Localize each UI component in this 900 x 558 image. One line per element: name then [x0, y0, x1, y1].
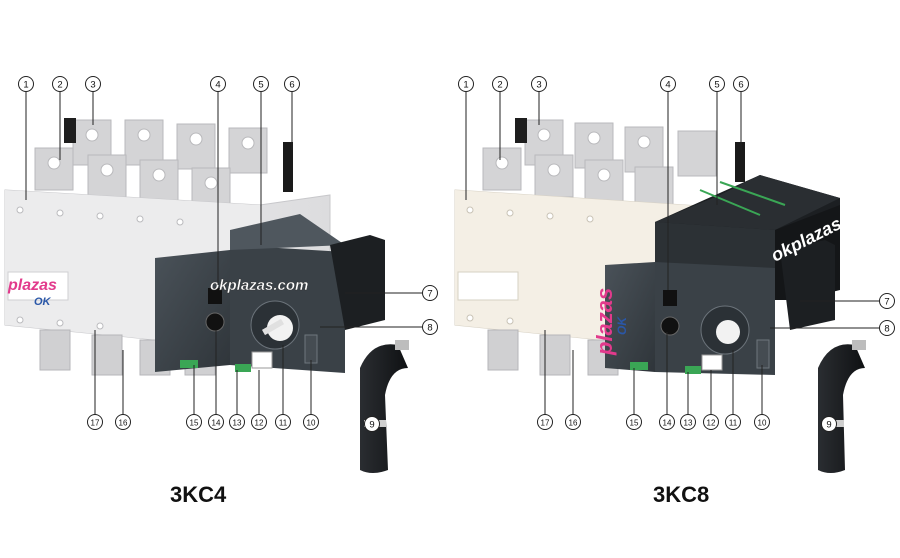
callout-number: 3: [90, 80, 95, 91]
callout-marker: [531, 76, 547, 92]
callout-marker: [251, 414, 267, 430]
callout-number: 11: [279, 419, 288, 428]
callout-marker: [733, 76, 749, 92]
indicator-window-3kc4: [208, 288, 222, 304]
callout-marker: [725, 414, 741, 430]
logo-sub-3kc4: OK: [34, 296, 52, 308]
callout-marker: [364, 416, 380, 432]
callout-number: 7: [884, 297, 889, 308]
callout-number: 11: [729, 419, 738, 428]
nameplate-3kc8: [457, 271, 519, 301]
control-module-3kc4: [155, 250, 230, 372]
callout-number: 15: [630, 419, 639, 428]
operating-handle-3kc4: [360, 340, 409, 473]
callout-marker: [210, 76, 226, 92]
callout-number: 9: [826, 420, 831, 431]
callout-number: 16: [569, 419, 578, 428]
callout-marker: [565, 414, 581, 430]
callout-number: 2: [57, 80, 62, 91]
terminals-top-3kc8: [482, 119, 717, 210]
callout-number: 6: [289, 80, 294, 91]
callout-number: 9: [369, 420, 374, 431]
callout-marker: [492, 76, 508, 92]
lock-3kc4: [205, 312, 225, 332]
connector-green-3kc4: [180, 360, 198, 368]
callout-marker: [186, 414, 202, 430]
side-drive-3kc4: [330, 235, 385, 330]
callout-number: 4: [215, 80, 220, 91]
callout-marker: [284, 76, 300, 92]
callout-marker: [115, 414, 131, 430]
callout-marker: [537, 414, 553, 430]
callout-marker: [754, 414, 770, 430]
callout-number: 7: [427, 289, 432, 300]
callout-number: 6: [738, 80, 743, 91]
callout-marker: [275, 414, 291, 430]
callout-marker: [208, 414, 224, 430]
operating-handle-3kc8: [818, 340, 866, 473]
callout-marker: [422, 285, 438, 301]
callout-number: 8: [884, 324, 889, 335]
watermark-3kc4: okplazas.com: [210, 277, 308, 294]
callout-number: 16: [119, 419, 128, 428]
switch-3kc4: plazas OK okplazas.com: [4, 118, 409, 473]
callout-marker: [709, 76, 725, 92]
callout-number: 10: [758, 419, 767, 428]
callout-number: 14: [212, 419, 221, 428]
callout-number: 5: [714, 80, 719, 91]
callout-marker: [821, 416, 837, 432]
callout-number: 1: [23, 80, 28, 91]
callout-marker: [660, 76, 676, 92]
model-caption-3kc8: 3KC8: [653, 482, 709, 507]
callout-number: 17: [541, 419, 550, 428]
callout-number: 2: [497, 80, 502, 91]
callout-number: 5: [258, 80, 263, 91]
callout-marker: [229, 414, 245, 430]
callout-number: 10: [307, 419, 316, 428]
callout-marker: [879, 293, 895, 309]
nameplate-3kc4: [7, 271, 69, 301]
logo-text-3kc4: plazas: [7, 277, 57, 294]
selector-knob-3kc4: [267, 315, 293, 341]
logo-text-3kc8: plazas: [592, 288, 617, 356]
callout-marker: [626, 414, 642, 430]
callout-number: 3: [536, 80, 541, 91]
callout-marker: [680, 414, 696, 430]
callout-marker: [85, 76, 101, 92]
callout-marker: [18, 76, 34, 92]
logo-3kc8: plazas OK: [592, 288, 629, 356]
callout-marker: [659, 414, 675, 430]
callout-marker: [52, 76, 68, 92]
callout-number: 4: [665, 80, 670, 91]
callout-marker: [422, 319, 438, 335]
terminal-cover-3kc4: [64, 118, 76, 143]
callout-number: 13: [233, 419, 242, 428]
logo-sub-3kc8: OK: [615, 316, 629, 335]
callout-number: 1: [463, 80, 468, 91]
callout-number: 17: [91, 419, 100, 428]
callout-number: 15: [190, 419, 199, 428]
model-caption-3kc4: 3KC4: [170, 482, 227, 507]
callout-marker: [879, 320, 895, 336]
callout-marker: [303, 414, 319, 430]
callout-marker: [458, 76, 474, 92]
logo-3kc4: plazas OK: [7, 277, 57, 308]
callout-number: 12: [255, 419, 264, 428]
callout-marker: [703, 414, 719, 430]
callout-number: 8: [427, 323, 432, 334]
callout-number: 13: [684, 419, 693, 428]
callout-marker: [87, 414, 103, 430]
terminal-post-3kc4: [283, 142, 293, 192]
callout-number: 14: [663, 419, 672, 428]
callout-number: 12: [707, 419, 716, 428]
callout-marker: [253, 76, 269, 92]
